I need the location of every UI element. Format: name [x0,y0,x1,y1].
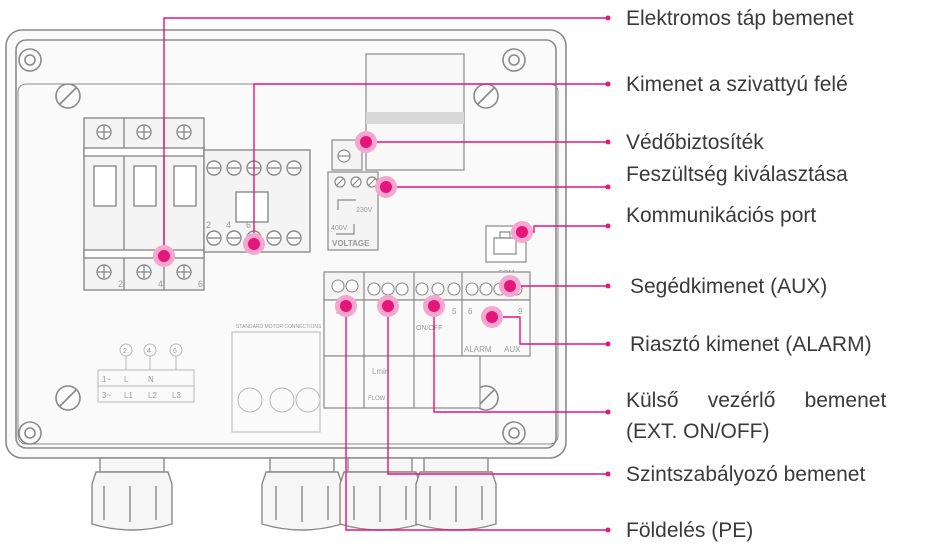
alarm-label: ALARM [464,345,492,354]
voltage-box-label: VOLTAGE [332,239,370,248]
contactor-label-2: 2 [206,220,211,230]
label-level-input: Szintszabályozó bemenet [626,463,865,486]
legend-3ph: 3~ [102,391,111,400]
contactor-label-6: 6 [246,220,251,230]
label-comm-port: Kommunikációs port [626,204,816,227]
legend-1ph: 1~ [102,375,111,384]
contactor [203,149,311,253]
marker-level-input [377,295,399,317]
leader-lines [163,17,608,531]
wiring-legend [97,331,321,433]
aux-label: AUX [504,345,521,354]
legend-num-2: 2 [123,348,127,355]
contactor-label-4: 4 [226,220,231,230]
marker-ext-control [423,295,445,317]
label-alarm-output: Riasztó kimenet (ALARM) [630,333,872,356]
label-ground: Földelés (PE) [626,519,753,542]
flow-label: FLOW [368,396,386,402]
callout-markers [153,131,533,328]
voltage-400-label: 400V [331,225,348,232]
marker-alarm [481,306,503,328]
legend-l1: L1 [124,391,133,400]
lmin-label: Lmin [372,367,389,376]
circuit-breaker [83,117,205,291]
label-pump-output: Kimenet a szivattyú felé [626,73,848,96]
breaker-label-2: 2 [118,279,123,289]
label-voltage-select: Feszültség kiválasztása [626,163,848,186]
legend-l3: L3 [172,391,181,400]
legend-num-6: 6 [173,348,177,355]
marker-power-input [153,245,175,267]
marker-aux [499,275,521,297]
voltage-selector [327,171,379,251]
cable-glands [91,457,497,531]
label-ext-control-line1: Külső vezérlő bemenet [626,389,886,412]
marker-pump-output [243,233,265,255]
legend-num-4: 4 [147,348,151,355]
on-off-label: ON/OFF [416,325,442,332]
terminal-9-label: 9 [518,307,523,316]
voltage-230-label: 230V [356,207,373,214]
terminal-5-label: 5 [452,307,457,316]
label-aux-output: Segédkimenet (AUX) [630,275,827,298]
legend-l2: L2 [148,391,157,400]
leader-end-dots [605,15,611,533]
label-ext-control-line2: (EXT. ON/OFF) [626,420,770,443]
label-fuse: Védőbiztosíték [626,131,764,154]
marker-comm-port [511,221,533,243]
std-motor-label: STANDARD MOTOR CONNECTIONS [236,324,322,330]
marker-fuse [355,131,377,153]
terminal-6-label: 6 [468,307,473,316]
legend-l: L [124,375,129,384]
breaker-label-4: 4 [158,279,163,289]
label-power-input: Elektromos táp bemenet [626,7,854,30]
breaker-label-6: 6 [198,279,203,289]
legend-n: N [148,375,154,384]
marker-ground [335,295,357,317]
control-module [331,53,465,171]
marker-voltage-select [375,176,397,198]
